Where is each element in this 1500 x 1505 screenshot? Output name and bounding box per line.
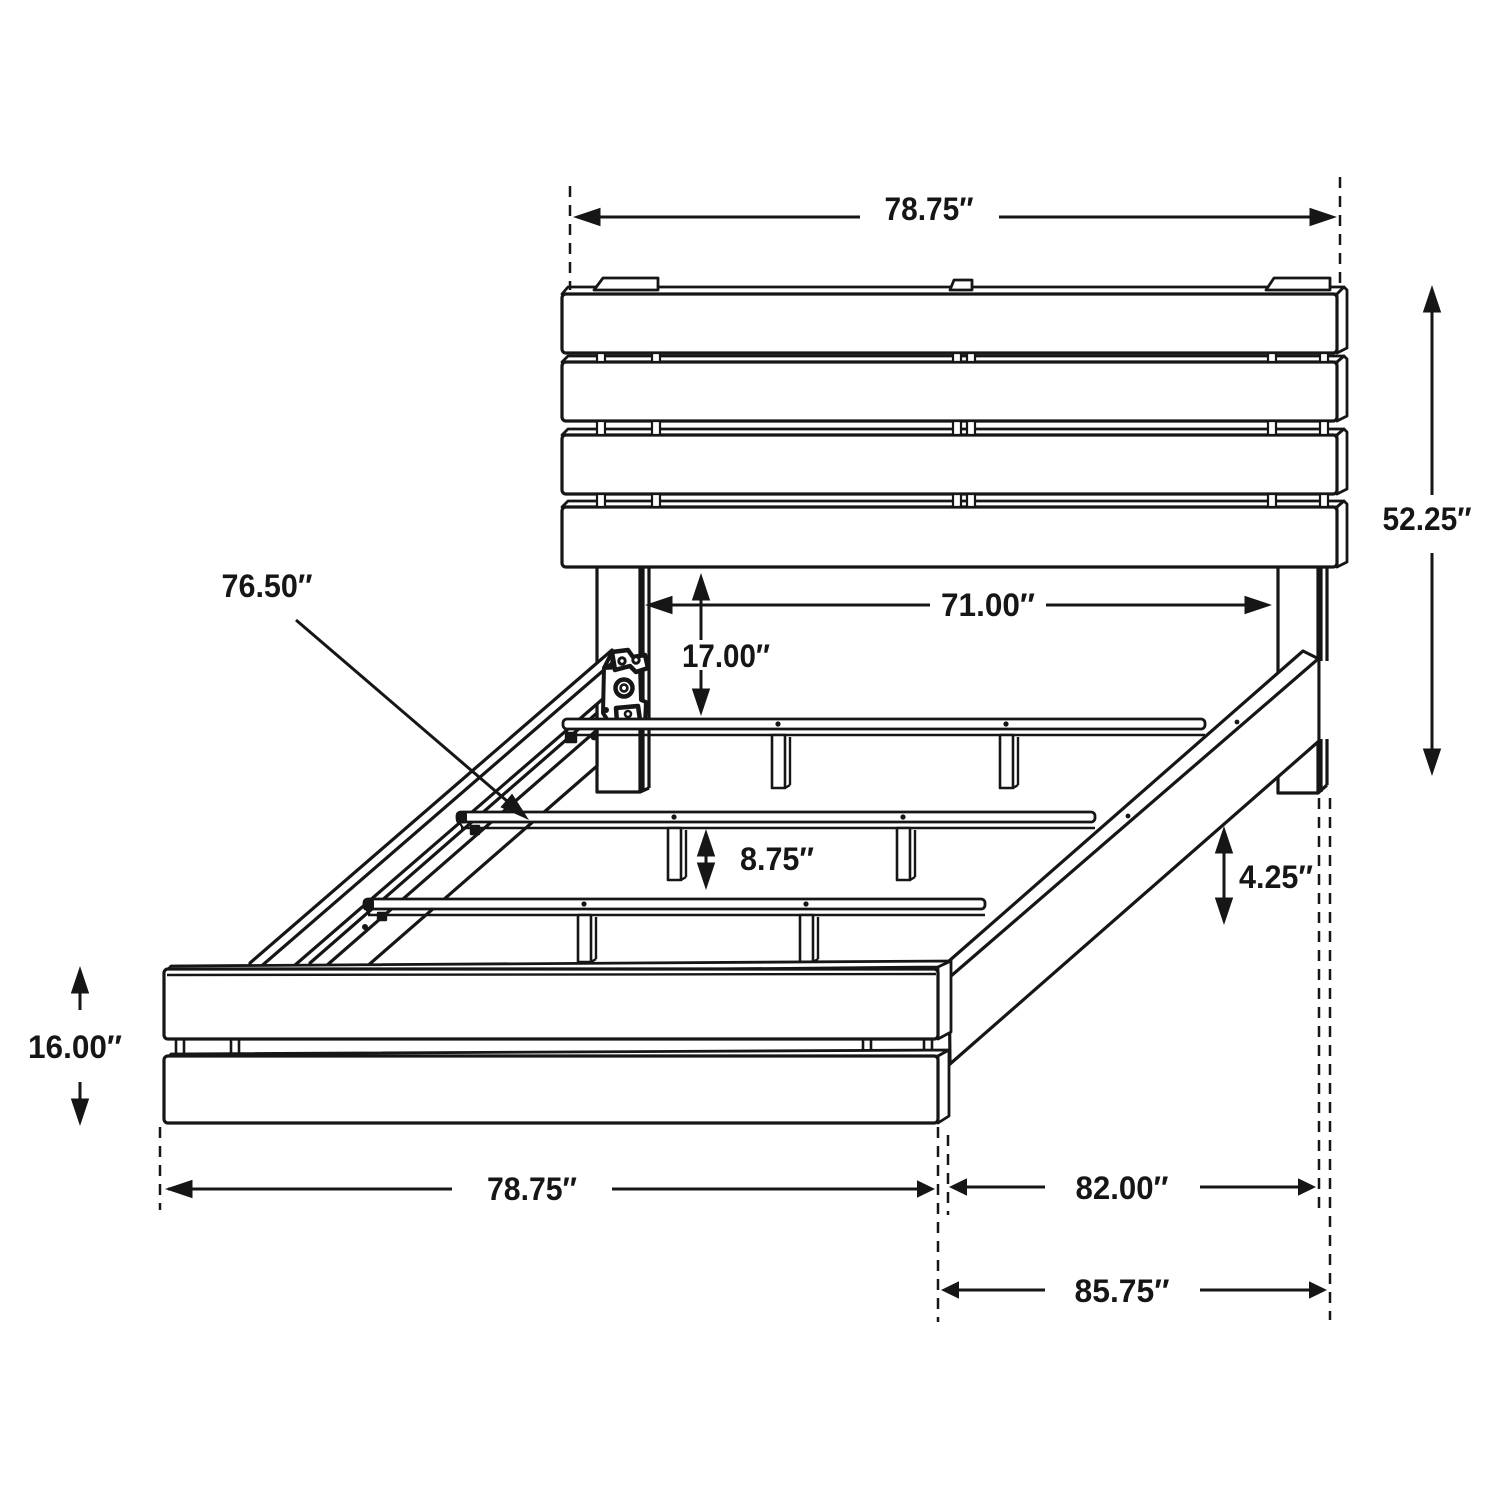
svg-text:8.75″: 8.75″ bbox=[740, 841, 814, 877]
svg-text:16.00″: 16.00″ bbox=[28, 1029, 122, 1065]
svg-text:17.00″: 17.00″ bbox=[682, 638, 770, 674]
svg-text:4.25″: 4.25″ bbox=[1239, 859, 1313, 895]
svg-text:78.75″: 78.75″ bbox=[885, 191, 974, 227]
svg-text:82.00″: 82.00″ bbox=[1076, 1170, 1169, 1206]
svg-text:76.50″: 76.50″ bbox=[222, 568, 313, 604]
svg-text:52.25″: 52.25″ bbox=[1383, 501, 1472, 537]
svg-text:85.75″: 85.75″ bbox=[1075, 1273, 1170, 1309]
svg-text:71.00″: 71.00″ bbox=[941, 587, 1035, 623]
svg-text:78.75″: 78.75″ bbox=[487, 1171, 577, 1207]
